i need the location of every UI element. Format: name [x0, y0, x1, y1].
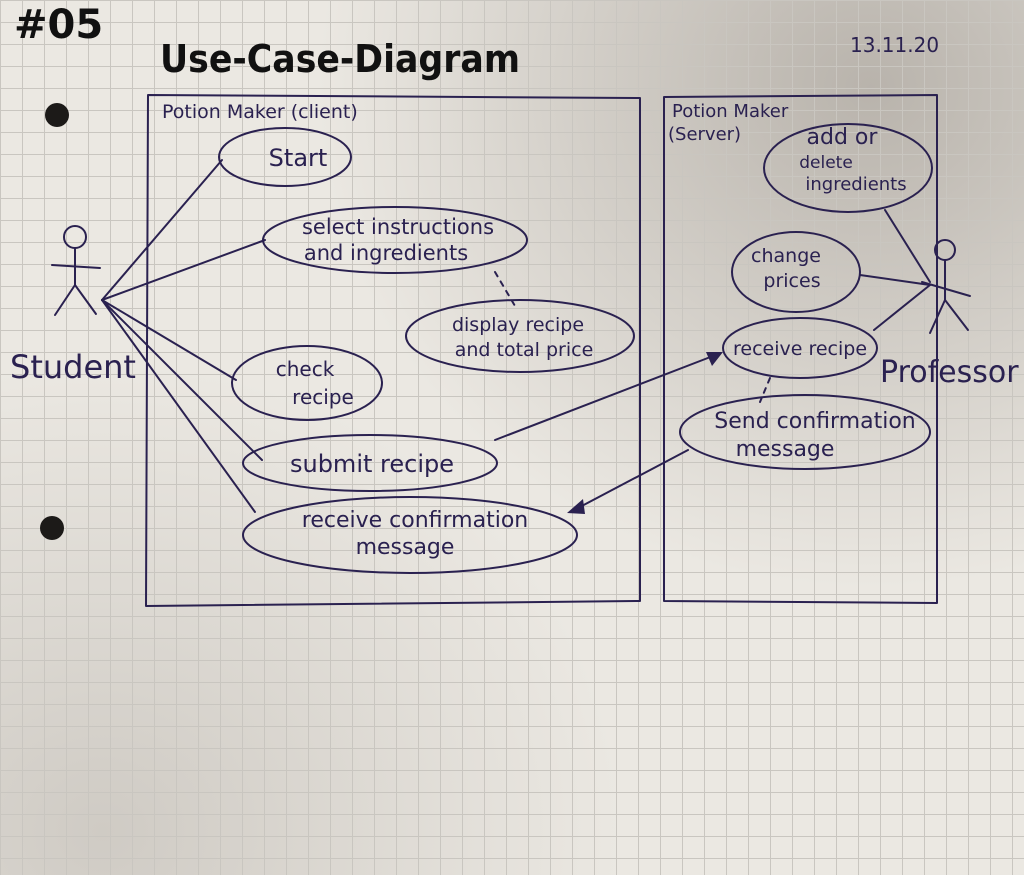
association-select: [101, 239, 266, 301]
use-case-display-label-2: and total price: [455, 339, 594, 361]
association-receive-confirmation: [101, 299, 256, 513]
use-case-send-confirmation-label-2: message: [736, 437, 835, 462]
page-number: #05: [14, 2, 103, 48]
association-add-delete: [884, 209, 931, 283]
use-case-receive-recipe: receive recipe: [722, 317, 878, 379]
student-associations: [101, 159, 266, 513]
use-case-add-delete-label-2: delete: [799, 153, 853, 173]
include-receive-send: [759, 377, 771, 403]
professor-actor-label: Professor: [880, 355, 1019, 390]
server-system-label-line2: (Server): [668, 124, 741, 145]
student-actor-figure: [51, 225, 101, 316]
use-case-select-label-2: and ingredients: [304, 241, 468, 265]
punch-hole: [40, 516, 64, 540]
use-case-add-delete-label-3: ingredients: [805, 174, 906, 195]
use-case-change-prices: change prices: [731, 231, 861, 313]
use-case-receive-confirmation-label-2: message: [356, 535, 455, 560]
use-case-receive-recipe-label: receive recipe: [733, 338, 867, 360]
use-case-receive-confirmation: receive confirmation message: [242, 496, 578, 574]
use-case-check-label-2: recipe: [292, 385, 354, 409]
association-start: [101, 159, 223, 301]
association-change-prices: [859, 274, 931, 286]
use-case-submit-label: submit recipe: [290, 450, 454, 478]
use-case-check-recipe: check recipe: [231, 345, 383, 421]
page-title: Use-Case-Diagram: [160, 37, 520, 81]
use-case-start: Start: [218, 127, 352, 187]
use-case-change-prices-label-2: prices: [763, 270, 820, 292]
flow-send-to-receive-confirmation: [567, 449, 689, 514]
student-actor-label: Student: [10, 348, 136, 386]
client-system-boundary: [145, 94, 641, 607]
professor-associations: [859, 209, 931, 331]
use-case-send-confirmation-label-1: Send confirmation: [714, 409, 915, 434]
use-case-send-confirmation: Send confirmation message: [679, 394, 931, 470]
flow-submit-to-receive-recipe: [494, 352, 723, 441]
use-case-receive-confirmation-label-1: receive confirmation: [302, 508, 528, 533]
use-case-select-label-1: select instructions: [302, 215, 494, 239]
date-label: 13.11.20: [850, 33, 939, 57]
client-system-label: Potion Maker (client): [162, 101, 358, 123]
use-case-start-label: Start: [269, 144, 328, 172]
use-case-display-label-1: display recipe: [452, 314, 584, 336]
use-case-add-delete-label-1: add or: [807, 125, 879, 150]
server-system-boundary: [663, 94, 938, 604]
use-case-select-instructions: select instructions and ingredients: [262, 206, 528, 274]
association-submit: [101, 299, 263, 461]
use-case-add-delete-ingredients: add or delete ingredients: [763, 123, 933, 213]
association-receive-recipe: [873, 284, 931, 331]
association-check: [101, 299, 237, 381]
use-case-display-recipe: display recipe and total price: [405, 299, 635, 373]
use-case-change-prices-label-1: change: [751, 245, 821, 267]
use-case-check-label-1: check: [276, 357, 335, 381]
server-system-label-line1: Potion Maker: [672, 101, 789, 122]
use-case-submit-recipe: submit recipe: [242, 434, 498, 492]
punch-hole: [45, 103, 69, 127]
